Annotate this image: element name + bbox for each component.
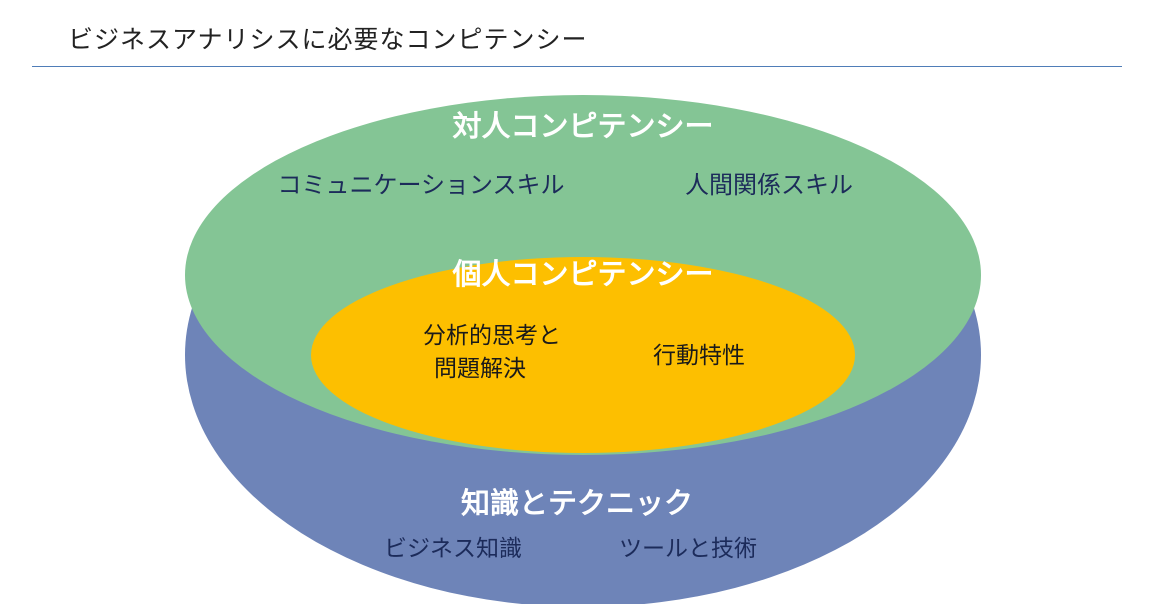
analytical-thinking-label-line2: 問題解決 bbox=[434, 356, 526, 382]
analytical-thinking-label-line1: 分析的思考と bbox=[423, 323, 561, 349]
personal-title: 個人コンピテンシー bbox=[451, 257, 713, 291]
business-knowledge-label: ビジネス知識 bbox=[384, 536, 522, 562]
relationship-skills-label: 人間関係スキル bbox=[685, 171, 853, 199]
inner-ellipse-personal bbox=[311, 257, 855, 453]
behavioral-traits-label: 行動特性 bbox=[653, 343, 745, 369]
knowledge-title: 知識とテクニック bbox=[461, 486, 693, 520]
page-title: ビジネスアナリシスに必要なコンピテンシー bbox=[68, 25, 588, 54]
interpersonal-title: 対人コンピテンシー bbox=[452, 109, 713, 143]
tools-techniques-label: ツールと技術 bbox=[619, 536, 757, 562]
title-divider bbox=[32, 66, 1122, 67]
communication-skills-label: コミュニケーションスキル bbox=[277, 171, 564, 199]
